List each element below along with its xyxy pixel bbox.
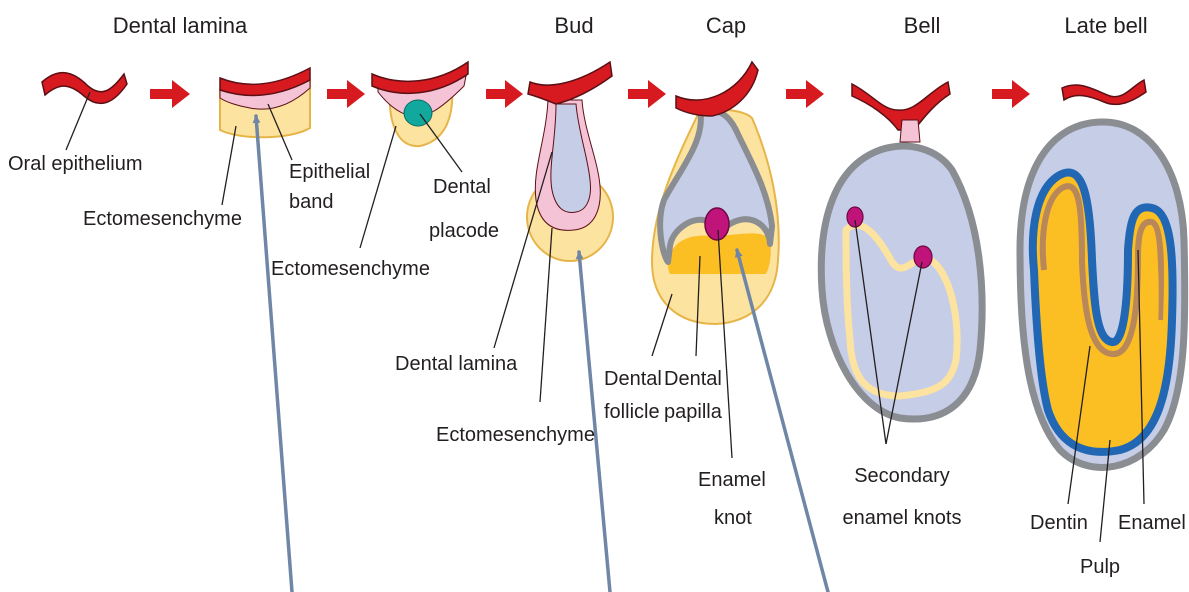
placode-stage xyxy=(372,62,468,146)
leader-ectomesenchyme-1 xyxy=(222,126,236,205)
label-dental-follicle-line1: Dental xyxy=(604,368,662,390)
label-dental-papilla-line2: papilla xyxy=(664,401,723,423)
stage-title-bell: Bell xyxy=(904,13,941,38)
leader-ectomesenchyme-2 xyxy=(360,126,396,248)
late-bell-stage xyxy=(1020,80,1185,467)
label-secondary-knots-line1: Secondary xyxy=(854,465,950,487)
cap-oral-epithelium xyxy=(676,62,758,116)
bell-oral-epithelium xyxy=(852,82,950,130)
epithelial-band-stage xyxy=(220,68,310,137)
label-oral-epithelium: Oral epithelium xyxy=(8,153,143,175)
stage-title-bud: Bud xyxy=(554,13,593,38)
secondary-enamel-knot-right xyxy=(914,246,932,268)
label-epithelial-band-line1: Epithelial xyxy=(289,161,370,183)
oral-epithelium-shape xyxy=(42,73,127,104)
leader-oral-epithelium xyxy=(66,92,90,150)
label-dentin: Dentin xyxy=(1030,512,1088,534)
label-epithelial-band-line2: band xyxy=(289,191,334,213)
label-enamel: Enamel xyxy=(1118,512,1186,534)
stage-title-cap: Cap xyxy=(706,13,746,38)
progression-arrow-1 xyxy=(150,80,190,108)
label-enamel-knot-line1: Enamel xyxy=(698,469,766,491)
label-pulp: Pulp xyxy=(1080,556,1120,578)
label-dental-papilla-line1: Dental xyxy=(664,368,722,390)
label-dental-placode-line1: Dental xyxy=(433,176,491,198)
label-ectomesenchyme-2: Ectomesenchyme xyxy=(271,258,430,280)
label-ectomesenchyme-1: Ectomesenchyme xyxy=(83,208,242,230)
dental-placode-shape xyxy=(404,100,432,126)
oral-epithelium-stage xyxy=(42,73,127,104)
bud-stage xyxy=(527,62,613,261)
stage-title-late-bell: Late bell xyxy=(1064,13,1147,38)
progression-arrow-6 xyxy=(992,80,1030,108)
label-dental-lamina: Dental lamina xyxy=(395,353,518,375)
progression-arrow-3 xyxy=(486,80,523,108)
cap-stage xyxy=(652,62,779,324)
pointer-arrow-cap xyxy=(737,250,828,592)
progression-arrow-2 xyxy=(327,80,365,108)
label-dental-placode-line2: placode xyxy=(429,220,499,242)
pointer-arrow-band xyxy=(256,116,292,592)
late-bell-oral-epithelium xyxy=(1062,80,1146,104)
leader-dental-follicle xyxy=(652,294,672,356)
enamel-knot-shape xyxy=(705,208,729,240)
bud-oral-epithelium xyxy=(528,62,612,104)
progression-arrow-5 xyxy=(786,80,824,108)
label-enamel-knot-line2: knot xyxy=(714,507,752,529)
stage-title-dental-lamina: Dental lamina xyxy=(113,13,248,38)
bell-stage xyxy=(821,82,982,419)
label-secondary-knots-line2: enamel knots xyxy=(843,507,962,529)
bell-stalk xyxy=(900,120,920,142)
progression-arrow-4 xyxy=(628,80,666,108)
label-ectomesenchyme-3: Ectomesenchyme xyxy=(436,424,595,446)
label-dental-follicle-line2: follicle xyxy=(604,401,660,423)
